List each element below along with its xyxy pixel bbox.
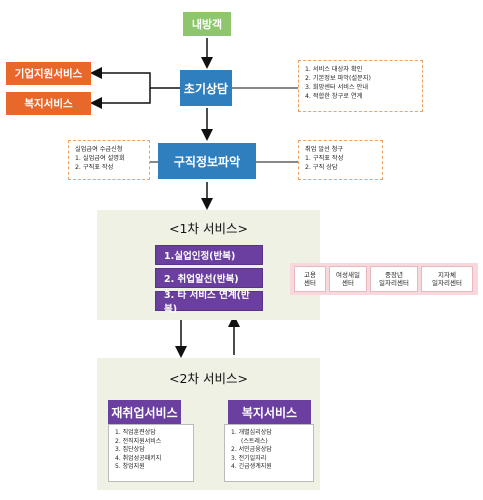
note-line: 1. 구직표 작성 [305,155,344,162]
welfare-service-list: 1. 개별심리상담 (스트레스) 2. 서민금융상담 3. 전기일자리 4. 긴… [224,424,314,482]
note-line: 실업급여 수급신청 [75,146,123,153]
first-service-item-3: 3. 타 서비스 연계(반복) [155,290,263,315]
center-local-gov: 지자체 일자리센터 [421,266,473,292]
arrow-initial-to-corp [90,67,180,89]
center-women: 여성새일 센터 [329,266,367,292]
list-item: 1. 직업훈련상담 [115,429,156,436]
note-initial-consult: 1. 서비스 대상자 확인 2. 기본정보 파악(설문지) 3. 희망센터 서비… [298,60,423,112]
note-line: 4. 적합한 창구로 연계 [305,93,363,100]
list-item: (스트레스) [241,437,268,445]
note-line: 2. 구직표 작성 [75,164,114,171]
arrow-initial-to-welfare [90,88,151,109]
note-line: 1. 실업급여 설명회 [75,155,125,162]
center-middle-aged: 중장년 일자리센터 [370,266,418,292]
welfare-service-title: 복지서비스 [228,400,311,424]
corporate-support-service: 기업지원서비스 [6,62,91,85]
list-item: 2. 전직지원서비스 [115,437,162,445]
second-service-header: <2차 서비스> [169,371,248,386]
list-item: 2. 서민금융상담 [231,446,272,453]
list-item: 5. 창업지원 [115,463,145,470]
welfare-service-left: 복지서비스 [6,92,91,115]
list-item: 4. 취업성공패키지 [115,454,162,462]
note-job-placement: 취업 알선 청구 1. 구직표 작성 2. 구직 상담 [298,140,383,180]
list-item: 3. 집단상담 [115,446,145,453]
initial-consult-box: 초기상담 [180,70,232,106]
list-item: 4. 긴급생계지원 [231,463,272,470]
note-line: 3. 희망센터 서비스 안내 [305,84,369,91]
first-service-header: <1차 서비스> [169,221,248,236]
list-item: 1. 개별심리상담 [231,429,272,436]
list-item: 3. 전기일자리 [231,454,267,462]
job-info-box: 구직정보파악 [158,143,256,179]
visitor-box: 내방객 [183,12,231,36]
note-line: 2. 기본정보 파악(설문지) [305,75,371,82]
note-line: 1. 서비스 대상자 확인 [305,66,363,73]
first-service-item-1: 1.실업인정(반복) [155,245,263,265]
reemployment-service-list: 1. 직업훈련상담 2. 전직지원서비스 3. 집단상담 4. 취업성공패키지 … [108,424,194,482]
first-service-item-2: 2. 취업알선(반복) [155,268,263,288]
reemployment-service-title: 재취업서비스 [108,400,181,424]
note-line: 2. 구직 상담 [305,164,338,171]
note-line: 취업 알선 청구 [305,146,344,153]
note-unemployment: 실업급여 수급신청 1. 실업급여 설명회 2. 구직표 작성 [68,140,150,180]
center-employment: 고용 센터 [294,266,326,292]
